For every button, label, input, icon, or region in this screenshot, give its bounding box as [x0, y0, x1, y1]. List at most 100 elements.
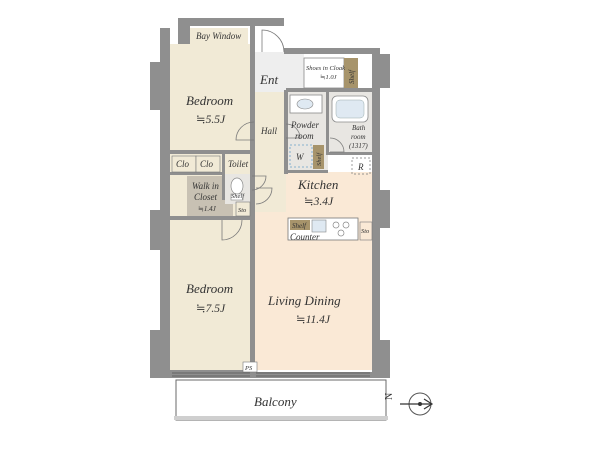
powder-room-label-2: room [295, 131, 314, 141]
kitchen-shelf-label: Shelf [292, 222, 307, 230]
wash-basin-bowl [296, 98, 314, 110]
wall-bath-bottom [326, 152, 372, 155]
wall-closets-bottom [170, 216, 254, 220]
shoes-cloak-area: ≒1.0J [320, 74, 338, 81]
clo2-label: Clo [200, 159, 214, 169]
left-pillar-lower [150, 210, 170, 250]
fridge-label: R [357, 162, 364, 172]
stove-burner-1 [332, 221, 340, 229]
wall-walkin-top [170, 172, 224, 175]
bathroom-label-2: room [351, 133, 366, 141]
ps-box [242, 361, 258, 373]
entrance-floor [254, 52, 304, 92]
clo2-box [195, 155, 221, 173]
sto1-label: Sto [238, 207, 247, 214]
labels: Bay Window Ent Shoes in Cloak ≒1.0J Shel… [176, 31, 370, 409]
bathtub-inner [335, 99, 365, 119]
fixtures [171, 57, 388, 421]
toilet-bowl [230, 177, 244, 195]
wall-bedroom1-bottom [170, 150, 254, 154]
living-floor-hall-part [254, 212, 286, 242]
powder-door-swing [285, 123, 301, 139]
balcony-area [175, 379, 387, 421]
powder-shelf [313, 145, 324, 169]
bathroom-label-1: Bath [352, 124, 366, 132]
stove-burner-2 [342, 221, 350, 229]
shoes-cloak-label: Shoes in Cloak [306, 65, 345, 72]
powder-shelf-label: Shelf [316, 152, 323, 166]
sto1-box [235, 201, 251, 217]
ps-label: PS [244, 365, 253, 372]
hall-label: Hall [260, 126, 278, 136]
bottom-wall-left [160, 370, 254, 378]
washer-label: W [296, 152, 305, 162]
bay-window-floor [190, 28, 248, 44]
sto2-label: Sto [361, 228, 370, 235]
compass: N [384, 392, 434, 416]
left-pillar-bottom [150, 330, 170, 378]
stove-burner-3 [337, 229, 345, 237]
ent-shelf [344, 58, 358, 88]
bath-door-swing [329, 137, 345, 153]
walls [150, 18, 390, 378]
bedroom2-area: ≒7.5J [196, 303, 226, 315]
sto2-box [359, 221, 373, 241]
entrance-door-swing [261, 29, 285, 53]
kitchen-area: ≒3.4J [304, 196, 334, 208]
shoes-cloak-box [303, 57, 345, 89]
hall-floor [254, 92, 286, 212]
toilet-shelf-label: Shelf [231, 193, 245, 200]
living-area: ≒11.4J [296, 314, 331, 326]
kitchen-sink [311, 219, 327, 233]
wall-hall-right [284, 90, 288, 174]
balcony-label: Balcony [254, 394, 297, 409]
wall-left-rooms-right [250, 150, 255, 370]
bedroom1-door-swing [235, 121, 255, 141]
walk-in-label-2: Closet [194, 192, 218, 202]
living-floor [254, 242, 372, 370]
entrance-top-wall [284, 48, 380, 54]
compass-north-label: N [384, 393, 395, 400]
wall-powder-bath [326, 92, 329, 154]
compass-arrow-icon [400, 398, 434, 410]
toilet-door-swing [251, 175, 267, 191]
kitchen-shelf [290, 220, 310, 230]
right-pillar-top [372, 54, 390, 88]
washer-space [289, 144, 313, 168]
bedroom1-label: Bedroom [186, 93, 233, 108]
right-pillar-mid [372, 190, 390, 228]
toilet-tank [230, 193, 244, 201]
walk-in-area: ≒1.4J [198, 205, 217, 213]
top-wall-bay [178, 18, 254, 26]
bay-window-label: Bay Window [196, 31, 241, 41]
right-pillar-bottom [372, 340, 390, 378]
doors [221, 29, 345, 241]
living-label: Living Dining [267, 293, 341, 308]
clo1-label: Clo [176, 159, 190, 169]
living-door-swing [255, 187, 273, 205]
top-wall-right [254, 18, 284, 26]
wall-bedroom1-right [250, 26, 255, 156]
left-outer-wall [160, 28, 170, 378]
bedroom2-label: Bedroom [186, 281, 233, 296]
wall-powder-bottom [286, 170, 328, 173]
fridge-space [351, 157, 371, 175]
walk-in-label-1: Walk in [192, 181, 219, 191]
toilet-label: Toilet [228, 159, 249, 169]
kitchen-label: Kitchen [297, 177, 338, 192]
balcony-rail [174, 416, 388, 420]
bedroom2-door-swing [221, 219, 243, 241]
bottom-wall-right [254, 372, 380, 378]
wall-wet-top [286, 88, 372, 92]
compass-center [418, 402, 422, 406]
bedroom1-area: ≒5.5J [196, 114, 226, 126]
ent-label: Ent [259, 72, 278, 87]
bathroom-label-3: (1317) [349, 142, 368, 150]
bedroom2-floor [170, 218, 254, 370]
wall-toilet-left [222, 154, 225, 200]
powder-room-label-1: Powder [290, 120, 319, 130]
bedroom1-floor [170, 44, 254, 152]
bay-left-corner [178, 18, 190, 44]
counter-label: Counter [290, 232, 320, 242]
